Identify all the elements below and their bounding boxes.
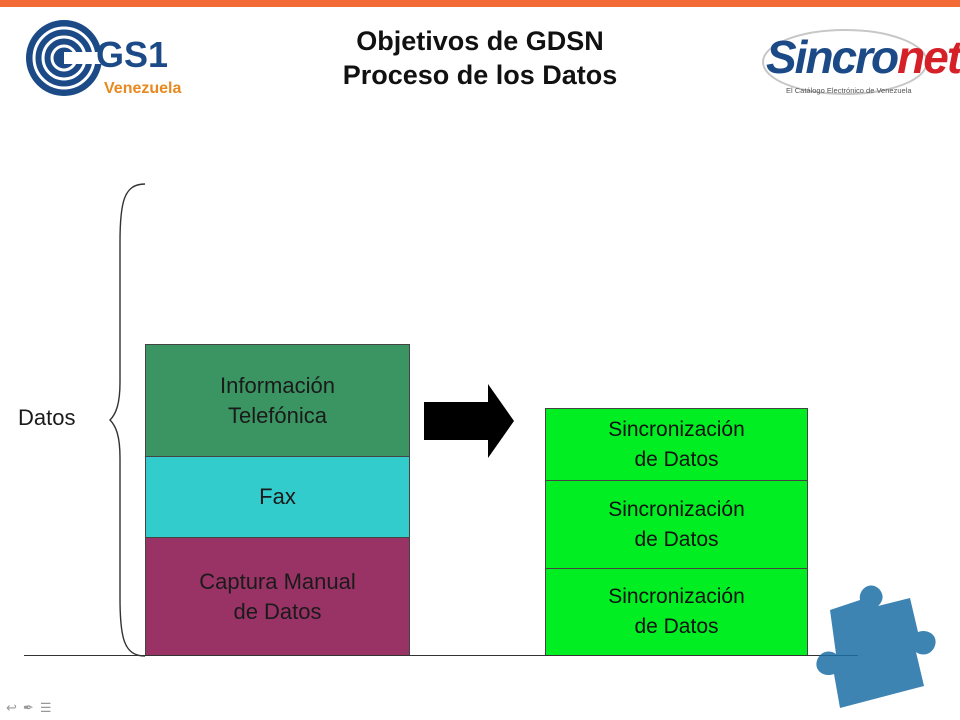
top-accent-bar [0, 0, 960, 7]
gs1-venezuela-logo: GS1 Venezuela [24, 14, 194, 104]
sincronet-tagline: El Catálogo Electrónico de Venezuela [786, 86, 912, 95]
stack-right-block-2: Sincronización de Datos [545, 480, 808, 569]
stack-left-block-3: Captura Manual de Datos [145, 537, 410, 656]
stack-left-block-3-label: Captura Manual de Datos [199, 568, 356, 624]
nav-back-icon[interactable]: ↩ [6, 700, 23, 715]
sincronet-wordmark-a: Sincro [766, 31, 899, 83]
stack-right-block-3: Sincronización de Datos [545, 568, 808, 656]
nav-menu-icon[interactable]: ☰ [39, 700, 58, 715]
sincronet-wordmark-b: net [897, 31, 960, 83]
stack-right-block-3-label: Sincronización de Datos [608, 585, 745, 638]
title-line-1: Objetivos de GDSN [356, 26, 604, 56]
page-title: Objetivos de GDSN Proceso de los Datos [230, 24, 730, 92]
right-arrow-icon [424, 384, 514, 458]
sincronet-wordmark: Sincronet [766, 30, 960, 84]
brace-label: Datos [18, 405, 76, 430]
nav-pen-icon[interactable]: ✒ [22, 700, 40, 715]
stack-left-block-2: Fax [145, 456, 410, 538]
title-line-2: Proceso de los Datos [342, 60, 618, 90]
gs1-logo-sub: Venezuela [104, 80, 182, 97]
baseline-axis [24, 655, 858, 656]
sincronet-logo: Sincronet El Catálogo Electrónico de Ven… [762, 29, 960, 112]
stack-right-block-1: Sincronización de Datos [545, 408, 808, 481]
puzzle-piece-icon [816, 585, 936, 708]
sincronet-swoosh-icon [762, 29, 928, 95]
stack-left-block-2-label: Fax [259, 484, 296, 509]
gs1-globe-icon [26, 20, 104, 96]
gs1-logo-mark: GS1 [96, 34, 169, 75]
stack-right-block-2-label: Sincronización de Datos [608, 497, 745, 551]
stack-left-block-1: Información Telefónica [145, 344, 410, 457]
slide-nav-icons: ↩✒☰ [6, 700, 57, 716]
left-curly-brace [109, 183, 146, 657]
stack-left-block-1-label: Información Telefónica [220, 372, 335, 428]
stack-right-block-1-label: Sincronización de Datos [608, 417, 745, 471]
